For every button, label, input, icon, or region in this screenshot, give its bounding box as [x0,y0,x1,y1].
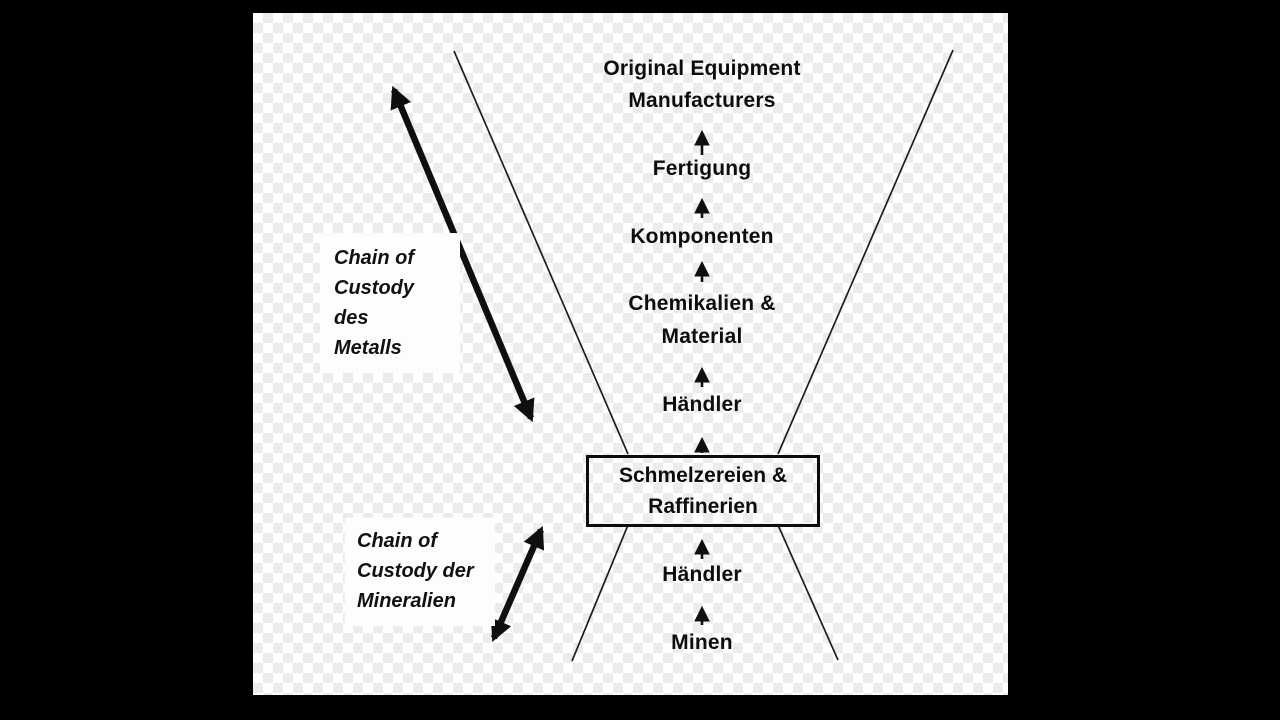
label-chain-of-custody-metals: Chain of Custody des Metalls [320,233,460,373]
double-arrow-minerals-icon [490,525,545,643]
double-arrow-metals-icon [390,85,535,423]
label-metals-line1: Chain of [334,247,414,269]
label-chain-of-custody-minerals: Chain of Custody der Mineralien [345,518,495,626]
stage-chemikalien-line2: Material [661,325,743,348]
smelter-box-line1: Schmelzereien & [618,464,788,487]
funnel-line-bottom-left [571,524,629,662]
stage-chemikalien-line1: Chemikalien & [628,292,776,315]
diagram-lines-layer [390,49,954,662]
stage-komponenten: Komponenten [630,225,774,248]
funnel-line-top-right [777,49,954,455]
label-metals-line3: des [334,307,369,329]
label-minerals-line1: Chain of [357,530,437,552]
diagram-canvas: Original Equipment Manufacturers Fertigu… [253,13,1008,695]
stage-fertigung: Fertigung [652,157,752,180]
stage-haendler-upper: Händler [662,393,742,416]
label-minerals-line2: Custody der [357,560,474,582]
label-minerals-line3: Mineralien [357,590,456,612]
funnel-line-bottom-right [777,524,839,661]
stage-haendler-lower: Händler [662,563,742,586]
stage-oem-line1: Original Equipment [603,57,801,80]
smelter-box: Schmelzereien & Raffinerien [586,455,820,527]
label-metals-line4: Metalls [334,337,402,359]
smelter-box-line2: Raffinerien [648,495,758,518]
label-metals-line2: Custody [334,277,414,299]
stage-oem-line2: Manufacturers [628,89,776,112]
stage-minen: Minen [671,631,733,654]
